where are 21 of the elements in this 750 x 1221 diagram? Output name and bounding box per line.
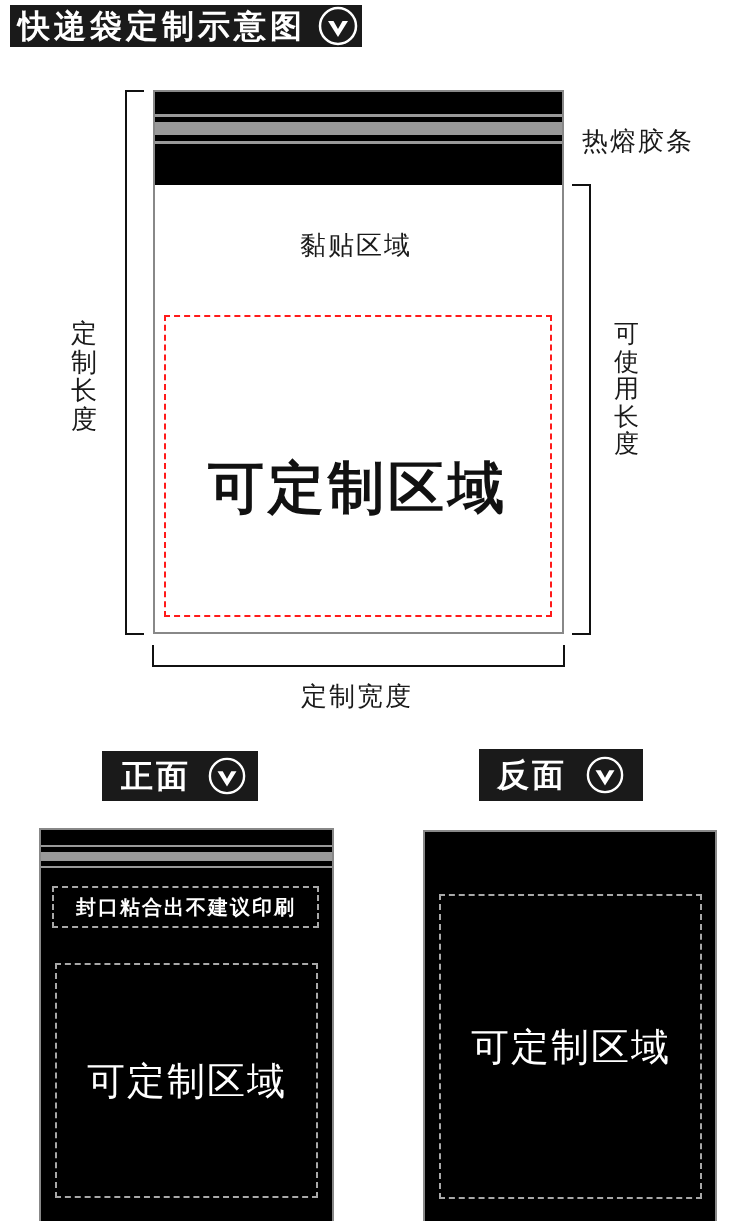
section-header <box>102 751 258 801</box>
mailer-bag <box>153 90 564 634</box>
section-label: 正面 <box>121 760 191 792</box>
print-area-outline <box>164 315 552 617</box>
part-label: 黏贴区域 <box>300 231 412 260</box>
dimension-label: 可使用长度 <box>614 320 639 458</box>
no-print-zone-outline <box>52 886 319 928</box>
dimension-label: 定制长度 <box>71 319 97 434</box>
part-label: 热熔胶条 <box>582 127 694 156</box>
area-label: 可定制区域 <box>86 1061 287 1100</box>
mailer-bag <box>423 830 717 1221</box>
print-area-outline <box>439 894 702 1199</box>
section-header <box>479 749 643 801</box>
diagram-title: 快递袋定制示意图 <box>18 10 306 42</box>
print-area-outline <box>55 963 318 1198</box>
section-label: 反面 <box>497 759 567 791</box>
dimension-label: 定制宽度 <box>301 682 413 711</box>
area-label: 可定制区域 <box>470 1027 671 1066</box>
zone-note: 封口粘合出不建议印刷 <box>75 897 296 917</box>
mailer-bag <box>39 828 334 1221</box>
area-label: 可定制区域 <box>208 460 508 516</box>
